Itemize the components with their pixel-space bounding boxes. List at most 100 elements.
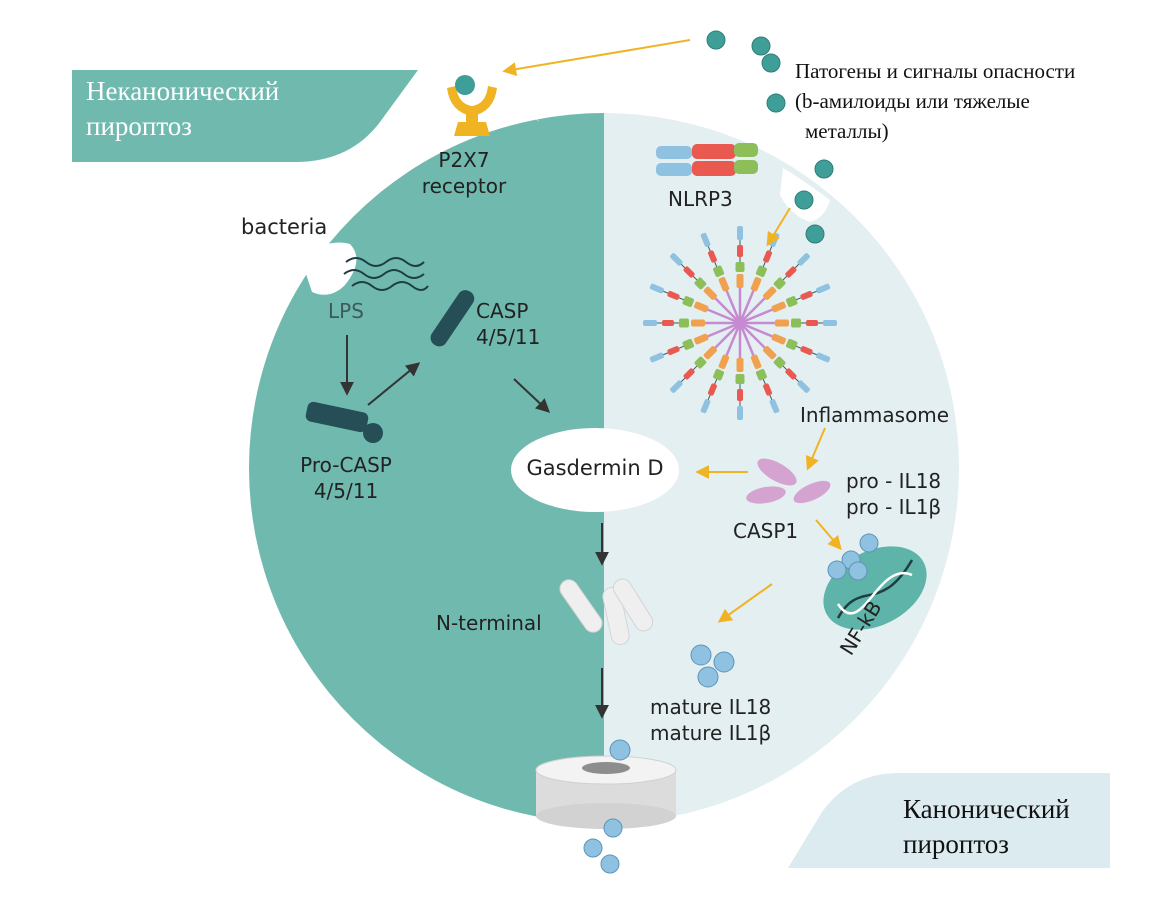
inflammasome-subunit bbox=[700, 399, 711, 414]
pathogens-line3: металлы) bbox=[805, 119, 889, 143]
inflammasome-spoke bbox=[706, 308, 741, 325]
mature-line2: mature IL1β bbox=[650, 721, 772, 745]
inflammasome-subunit bbox=[683, 266, 695, 278]
inflammasome-subunit bbox=[773, 277, 786, 290]
noncanonical-banner bbox=[72, 70, 418, 162]
inflammasome-icon bbox=[643, 226, 837, 420]
inflammasome-subunit bbox=[750, 354, 762, 369]
inflammasome-subunit bbox=[694, 333, 709, 345]
inflammasome-subunit bbox=[771, 301, 786, 313]
procasp-icon bbox=[305, 401, 383, 443]
bacteria-label: bacteria bbox=[241, 215, 328, 239]
procasp-label: Pro-CASP 4/5/11 bbox=[286, 452, 406, 504]
bacteria-icon bbox=[343, 257, 429, 291]
inflammasome-spoke bbox=[713, 296, 741, 324]
inflammasome-subunit bbox=[797, 253, 810, 266]
prointerleukins-line2: pro - IL1β bbox=[846, 495, 942, 519]
casp4511-label: CASP 4/5/11 bbox=[476, 298, 540, 350]
receptor-notch bbox=[408, 88, 540, 122]
inflammasome-subunit bbox=[649, 283, 664, 294]
inflammasome-subunit bbox=[763, 346, 777, 360]
inflammasome-subunit bbox=[775, 319, 789, 327]
inflammasome-subunit bbox=[800, 346, 813, 356]
released-il-particles bbox=[583, 739, 631, 874]
p2x7-line2: receptor bbox=[421, 174, 507, 198]
inflammasome-subunit bbox=[682, 338, 694, 350]
inflammasome-subunit bbox=[713, 369, 725, 381]
gasdermin-pore-icon bbox=[535, 755, 677, 829]
nfkb-icon bbox=[823, 533, 927, 630]
inflammasome-subunit bbox=[737, 226, 743, 240]
inflammasome-subunit bbox=[797, 380, 810, 393]
casp4511-line1: CASP bbox=[476, 299, 529, 323]
inflammasome-subunit bbox=[713, 265, 725, 277]
inflammasome-subunit bbox=[737, 406, 743, 420]
inflammasome-subunit bbox=[694, 277, 707, 290]
inflammasome-subunit bbox=[773, 356, 786, 369]
casp1-label: CASP1 bbox=[733, 519, 799, 543]
inflammasome-spoke bbox=[739, 308, 774, 325]
inflammasome-spoke bbox=[739, 296, 767, 324]
inflammasome-spoke bbox=[725, 322, 742, 357]
canonical-banner bbox=[788, 773, 1110, 868]
inflammasome-subunit bbox=[737, 245, 743, 257]
arrow-casp1-to-nfkb bbox=[815, 519, 842, 551]
inflammasome-subunit bbox=[707, 250, 717, 263]
canonical-banner-label: Канонический пироптоз bbox=[903, 792, 1070, 862]
lps-label: LPS bbox=[328, 299, 364, 323]
inflammasome-spoke bbox=[738, 289, 755, 324]
pathogen-particles bbox=[706, 30, 834, 244]
inflammasome-subunit bbox=[771, 333, 786, 345]
prointerleukins-line1: pro - IL18 bbox=[846, 469, 942, 493]
arrow-procasp-to-casp bbox=[367, 362, 421, 406]
inflammasome-subunit bbox=[763, 250, 773, 263]
inflammasome-subunit bbox=[785, 266, 797, 278]
arrow-to-mature-il bbox=[717, 583, 773, 623]
gasdermin-label: Gasdermin D bbox=[526, 456, 664, 480]
inflammasome-subunit bbox=[755, 265, 767, 277]
pathogens-line1: Патогены и сигналы опасности bbox=[795, 59, 1076, 83]
inflammasome-subunit bbox=[737, 389, 743, 401]
inflammasome-subunit bbox=[700, 232, 711, 247]
procasp-line2: 4/5/11 bbox=[313, 479, 379, 503]
inflammasome-subunit bbox=[816, 352, 831, 363]
p2x7-receptor-icon bbox=[447, 75, 497, 136]
inflammasome-subunit bbox=[667, 346, 680, 356]
inflammasome-subunit bbox=[800, 290, 813, 300]
canonical-line2: пироптоз bbox=[903, 829, 1009, 859]
inflammasome-subunit bbox=[662, 320, 674, 326]
inflammasome-subunit bbox=[683, 368, 695, 380]
mature-line1: mature IL18 bbox=[650, 695, 772, 719]
inflammasome-subunit bbox=[694, 301, 709, 313]
inflammasome-spoke bbox=[739, 321, 774, 338]
casp1-icon bbox=[746, 458, 831, 504]
inflammasome-subunit bbox=[816, 283, 831, 294]
nlrp3-label: NLRP3 bbox=[668, 187, 733, 211]
inflammasome-subunit bbox=[785, 368, 797, 380]
inflammasome-subunit bbox=[703, 346, 717, 360]
inflammasome-subunit bbox=[763, 286, 777, 300]
inflammasome-subunit bbox=[735, 262, 745, 272]
inflammasome-subunit bbox=[682, 296, 694, 308]
mature-il-label: mature IL18 mature IL1β bbox=[650, 694, 771, 746]
inflammasome-subunit bbox=[823, 320, 837, 326]
inflammasome-subunit bbox=[679, 318, 689, 328]
inflammasome-subunit bbox=[670, 253, 683, 266]
inflammasome-spoke bbox=[725, 289, 742, 324]
inflammasome-subunit bbox=[707, 383, 717, 396]
inflammasome-label: Inflammasome bbox=[800, 403, 950, 427]
nlrp3-icon bbox=[656, 143, 758, 176]
noncanonical-line2: пироптоз bbox=[86, 111, 192, 141]
inflammasome-spoke bbox=[739, 322, 767, 350]
bacteria-notch bbox=[300, 242, 357, 295]
pathogens-label: Патогены и сигналы опасности (b-амилоиды… bbox=[795, 56, 1075, 146]
nterminal-icon bbox=[559, 578, 654, 646]
noncanonical-banner-label: Неканонический пироптоз bbox=[86, 74, 279, 144]
inflammasome-subunit bbox=[703, 286, 717, 300]
casp4511-line2: 4/5/11 bbox=[476, 325, 541, 349]
inflammasome-spoke bbox=[738, 322, 755, 357]
gasdermin-ellipse bbox=[511, 428, 679, 512]
casp4511-icon bbox=[430, 290, 475, 347]
inflammasome-subunit bbox=[718, 354, 730, 369]
inflammasome-subunit bbox=[763, 383, 773, 396]
